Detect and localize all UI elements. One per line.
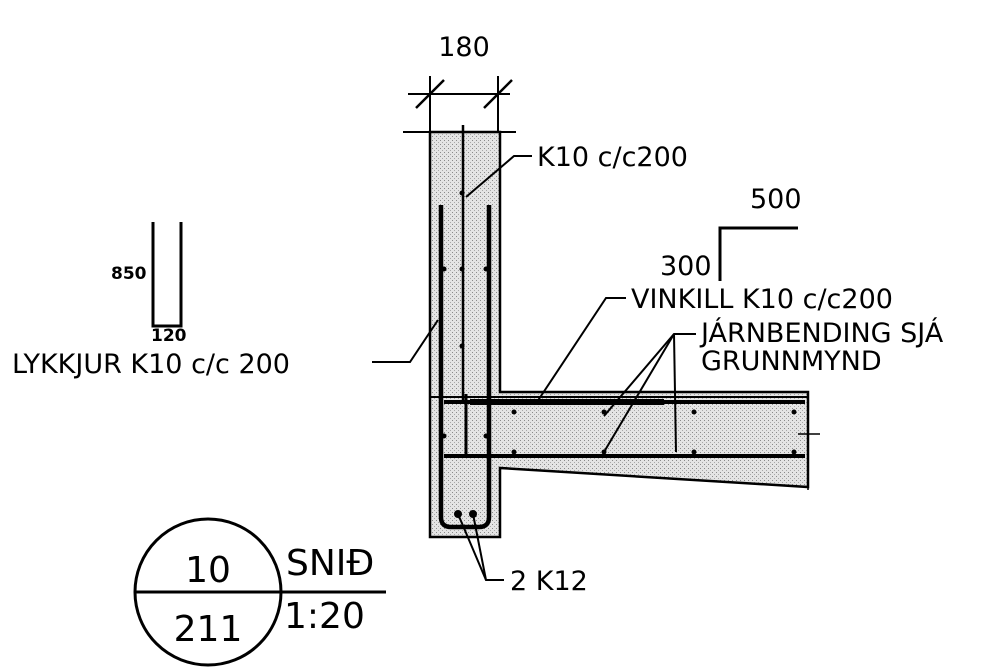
sheet-number: 211: [174, 609, 243, 650]
hook-height-value: 850: [111, 264, 147, 284]
angle-horizontal-value: 500: [750, 184, 802, 215]
stirrups-leader: [372, 319, 439, 363]
wall-thickness-dimension: 180: [408, 32, 513, 132]
stirrup-bar: [438, 205, 492, 530]
bottom-bars-leader-2: [472, 513, 487, 581]
stirrups-label: LYKKJUR K10 c/c 200: [12, 349, 290, 380]
angle-vertical-value: 300: [660, 251, 712, 282]
slab-reinforcement-label-1: JÁRNBENDING SJÁ: [699, 317, 944, 349]
angle-shape-sketch: 500 300: [660, 184, 802, 282]
callout-texts: K10 c/c200 VINKILL K10 c/c200 JÁRNBENDIN…: [12, 142, 944, 597]
angle-bars-leader: [536, 297, 626, 403]
wall-thickness-value: 180: [438, 32, 490, 63]
reinforcement: [438, 125, 805, 530]
bottom-bars-label: 2 K12: [510, 566, 588, 597]
slab-reinforcement-label-2: GRUNNMYND: [701, 346, 882, 377]
angle-bars-label: VINKILL K10 c/c200: [631, 284, 893, 315]
slab-reinforcement-leader-2: [603, 333, 675, 453]
slab-reinforcement-leader-3: [673, 333, 677, 453]
wall-bars-label: K10 c/c200: [537, 142, 688, 173]
stirrup-shape-sketch: 850 120: [111, 222, 187, 346]
section-marker: 10 211 SNIÐ 1:20: [133, 517, 386, 667]
section-scale: 1:20: [284, 596, 365, 637]
wall-bars-leader: [465, 155, 532, 198]
leader-lines: [372, 155, 696, 581]
dimension-tick-left: [415, 79, 445, 109]
hook-width-value: 120: [151, 326, 187, 346]
section-title: SNIÐ: [286, 543, 374, 584]
dimension-tick-right: [483, 79, 513, 109]
section-number: 10: [185, 550, 231, 591]
